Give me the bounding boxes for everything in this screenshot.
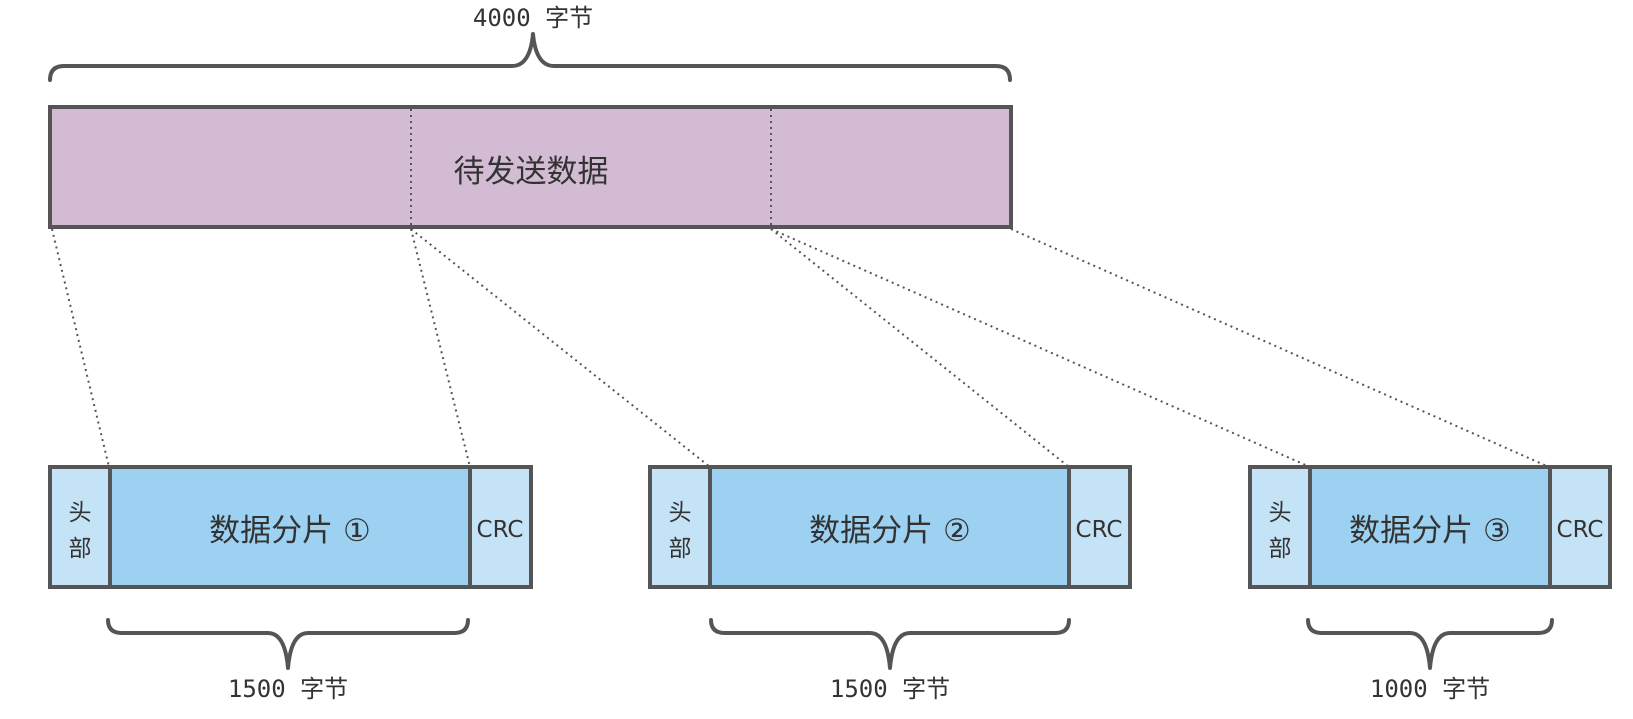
fragment-crc: [1548, 465, 1612, 589]
fragment-crc: [468, 465, 533, 589]
mapping-line: [770, 228, 1070, 468]
fragment-size-label: 1000 字节: [1370, 675, 1490, 703]
fragment-3: 头 部 数据分片 ③ CRC 1000 字节: [1248, 465, 1612, 703]
mapping-line: [410, 228, 711, 468]
header-label-line-2: 部: [1269, 536, 1292, 562]
fragment-2: 头 部 数据分片 ② CRC 1500 字节: [648, 465, 1132, 703]
fragment-1: 头 部 数据分片 ① CRC 1500 字节: [48, 465, 533, 703]
mapping-line: [410, 228, 471, 468]
mapping-line: [51, 228, 110, 468]
fragment-size-brace: [106, 618, 470, 670]
top-size-label: 4000 字节: [473, 4, 593, 32]
fragment-crc: [1067, 465, 1132, 589]
crc-label: CRC: [1557, 517, 1604, 543]
fragment-data-label: 数据分片 ②: [809, 513, 971, 549]
header-label-line-1: 头: [669, 500, 692, 526]
fragment-header: [1248, 465, 1312, 589]
fragment-size-brace: [1306, 618, 1554, 670]
fragment-header: [648, 465, 712, 589]
header-label-line-1: 头: [1269, 500, 1292, 526]
fragment-size-brace: [709, 618, 1071, 670]
header-label-line-2: 部: [69, 536, 92, 562]
fragment-size-label: 1500 字节: [830, 675, 950, 703]
header-label-line-1: 头: [69, 500, 92, 526]
top-size-brace: [48, 32, 1012, 82]
mapping-line: [1010, 228, 1550, 468]
fragment-data-label: 数据分片 ①: [209, 513, 371, 549]
pending-data-block: [48, 105, 1013, 229]
fragment-data: [1308, 465, 1552, 589]
header-label-line-2: 部: [669, 536, 692, 562]
mapping-line: [770, 228, 1311, 468]
crc-label: CRC: [1076, 517, 1123, 543]
fragment-size-label: 1500 字节: [228, 675, 348, 703]
pending-data-label: 待发送数据: [454, 154, 609, 190]
fragment-header: [48, 465, 112, 589]
fragment-data-label: 数据分片 ③: [1349, 513, 1511, 549]
crc-label: CRC: [477, 517, 524, 543]
fragment-data: [708, 465, 1071, 589]
fragment-data: [108, 465, 472, 589]
